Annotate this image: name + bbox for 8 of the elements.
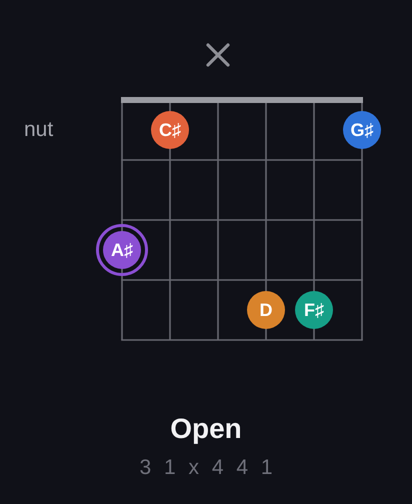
note-dot: D [247, 291, 285, 329]
chord-name: Open [170, 412, 242, 446]
note-dot: G♯ [343, 111, 381, 149]
note-dot: C♯ [151, 111, 189, 149]
fingering-text: 3 1 x 4 4 1 [138, 455, 276, 481]
root-note-dot: A♯ [96, 224, 148, 276]
note-dot: F♯ [295, 291, 333, 329]
nut-label: nut [24, 117, 54, 143]
